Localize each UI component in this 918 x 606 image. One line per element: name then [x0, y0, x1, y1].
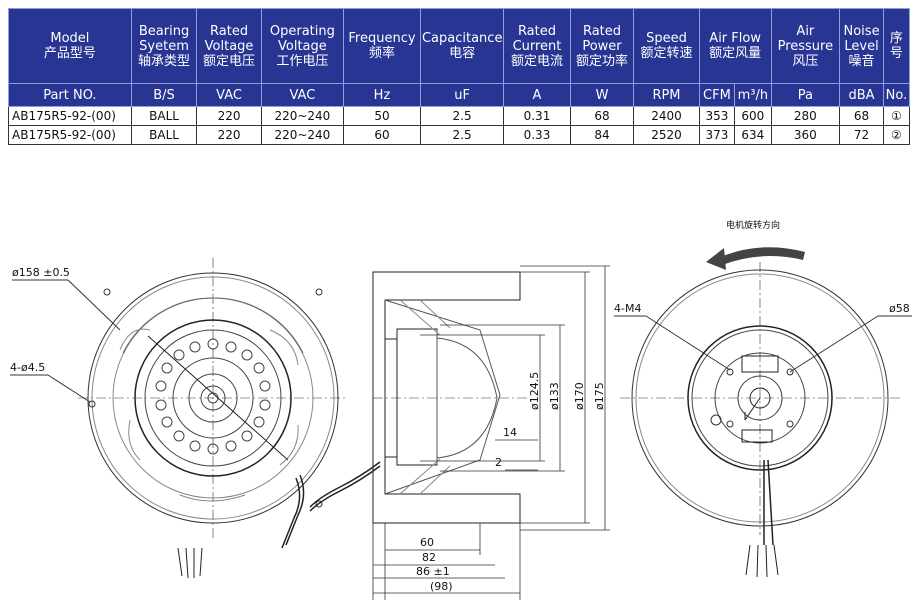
- side-view: [309, 265, 610, 600]
- cell-operating-voltage: 220~240: [260, 106, 344, 126]
- cell-power: 68: [569, 106, 635, 126]
- hub-bolt-holes: [155, 338, 271, 455]
- cell-pressure: 360: [770, 125, 841, 145]
- dim-d133: ø133: [548, 382, 561, 410]
- rotation-arrow-icon: [706, 247, 805, 270]
- dim-d124: ø124.5: [528, 372, 541, 410]
- side-dimension-lines: [372, 265, 610, 600]
- cell-noise: 68: [839, 106, 884, 126]
- cell-part-no: AB175R5-92-(00): [8, 106, 132, 126]
- cell-capacitance: 2.5: [419, 106, 505, 126]
- front-outer-dia-label: ø158 ±0.5: [12, 266, 70, 279]
- hub-leader-diagonal: [789, 315, 879, 373]
- cell-speed: 2520: [633, 125, 700, 145]
- cell-speed: 2400: [633, 106, 700, 126]
- unit-capacitance: uF: [419, 83, 505, 107]
- table-row: AB175R5-92-(00) BALL 220 220~240 50 2.5 …: [8, 106, 911, 126]
- cell-power: 84: [569, 125, 635, 145]
- unit-operating-voltage: VAC: [260, 83, 344, 107]
- front-view: [78, 258, 348, 579]
- unit-airflow-m3h: m³/h: [734, 83, 772, 107]
- rotation-label: 电机旋转方向: [726, 219, 780, 231]
- cell-bearing: BALL: [130, 125, 198, 145]
- front-holes-label: 4-ø4.5: [10, 361, 45, 374]
- cell-frequency: 50: [342, 106, 421, 126]
- rear-view: [620, 262, 900, 578]
- rear-screws-label: 4-M4: [614, 302, 641, 315]
- dim-60: 60: [420, 536, 434, 549]
- dim-d170: ø170: [573, 382, 586, 410]
- cell-noise: 72: [839, 125, 884, 145]
- dim-98: (98): [430, 580, 453, 593]
- cell-operating-voltage: 220~240: [260, 125, 344, 145]
- dim-2: 2: [495, 456, 502, 469]
- screws-leader-diagonal: [645, 315, 731, 371]
- cell-current: 0.31: [503, 106, 571, 126]
- dim-86: 86 ±1: [416, 565, 450, 578]
- unit-frequency: Hz: [342, 83, 421, 107]
- unit-speed: RPM: [633, 83, 700, 107]
- cell-index: ②: [882, 125, 911, 145]
- holes-leader-diagonal: [47, 374, 91, 403]
- rear-hub-dia-label: ø58: [889, 302, 910, 315]
- outer-dia-leader-diagonal: [67, 279, 121, 331]
- cell-pressure: 280: [770, 106, 841, 126]
- cell-airflow-m3h: 634: [734, 125, 772, 145]
- cell-current: 0.33: [503, 125, 571, 145]
- dim-d175: ø175: [593, 382, 606, 410]
- cell-index: ①: [882, 106, 911, 126]
- cell-rated-voltage: 220: [196, 125, 262, 145]
- table-row: AB175R5-92-(00) BALL 220 220~240 60 2.5 …: [8, 125, 911, 145]
- unit-bearing: B/S: [130, 83, 198, 107]
- cell-capacitance: 2.5: [419, 125, 505, 145]
- cell-rated-voltage: 220: [196, 106, 262, 126]
- dim-82: 82: [422, 551, 436, 564]
- cell-frequency: 60: [342, 125, 421, 145]
- mount-holes: [88, 288, 323, 508]
- cell-part-no: AB175R5-92-(00): [8, 125, 132, 145]
- dim-14: 14: [503, 426, 517, 439]
